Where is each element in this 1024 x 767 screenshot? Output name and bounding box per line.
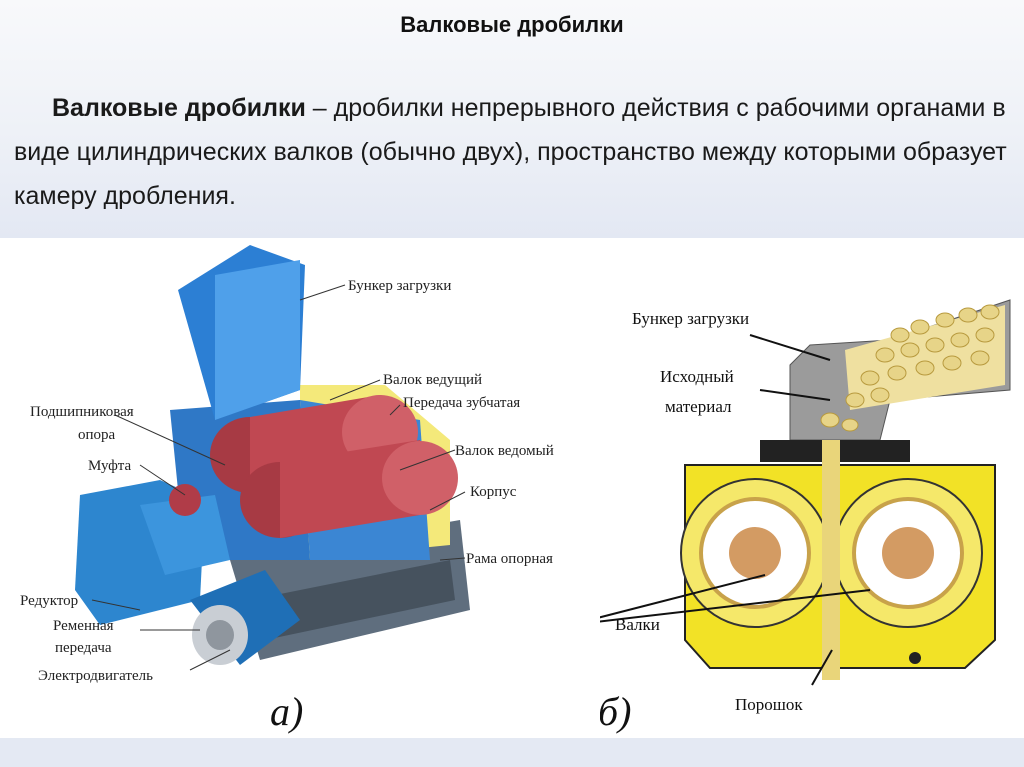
figure-a-roll-crusher-3d: Бункер загрузки Валок ведущий Передача з… bbox=[20, 245, 554, 734]
footer-band bbox=[0, 738, 1024, 767]
product-stream-shape bbox=[822, 440, 840, 680]
definition-body: – дробилки непрерывного действия с рабоч… bbox=[14, 94, 1007, 210]
label-coupling: Муфта bbox=[88, 458, 132, 474]
figure-b-letter: б) bbox=[600, 689, 631, 734]
definition-text: Валковые дробилки – дробилки непрерывног… bbox=[14, 86, 1014, 218]
label-rolls: Валки bbox=[615, 615, 660, 634]
header-band bbox=[0, 0, 1024, 238]
label-bearing-line2: опора bbox=[78, 427, 116, 443]
label-material-line2: материал bbox=[665, 397, 732, 416]
label-reducer: Редуктор bbox=[20, 593, 78, 609]
definition-term: Валковые дробилки bbox=[52, 94, 306, 122]
left-roll-shape bbox=[680, 478, 830, 628]
figure-b-roll-crusher-scheme: Бункер загрузки Исходный материал Валки … bbox=[600, 299, 1011, 734]
label-hopper-a: Бункер загрузки bbox=[348, 278, 451, 294]
right-roll-shape bbox=[833, 478, 983, 628]
figure-a-letter: а) bbox=[270, 689, 303, 734]
label-hopper-b: Бункер загрузки bbox=[632, 309, 749, 328]
label-belt-line1: Ременная bbox=[53, 618, 114, 634]
driven-roll-shape bbox=[240, 440, 458, 538]
label-bearing-line1: Подшипниковая bbox=[30, 404, 134, 420]
label-drive-roll: Валок ведущий bbox=[383, 372, 482, 388]
slide-title: Валковые дробилки bbox=[400, 12, 624, 37]
label-powder: Порошок bbox=[735, 695, 803, 714]
motor-shape bbox=[190, 570, 300, 665]
label-housing: Корпус bbox=[470, 484, 517, 500]
label-belt-line2: передача bbox=[55, 640, 112, 656]
feed-material-shape bbox=[820, 304, 1000, 432]
label-motor: Электродвигатель bbox=[38, 668, 153, 684]
coupling-shape bbox=[169, 484, 201, 516]
label-driven-roll: Валок ведомый bbox=[455, 443, 554, 459]
label-material-line1: Исходный bbox=[660, 367, 734, 386]
label-gear-drive: Передача зубчатая bbox=[403, 395, 520, 411]
label-support-frame: Рама опорная bbox=[466, 551, 553, 567]
